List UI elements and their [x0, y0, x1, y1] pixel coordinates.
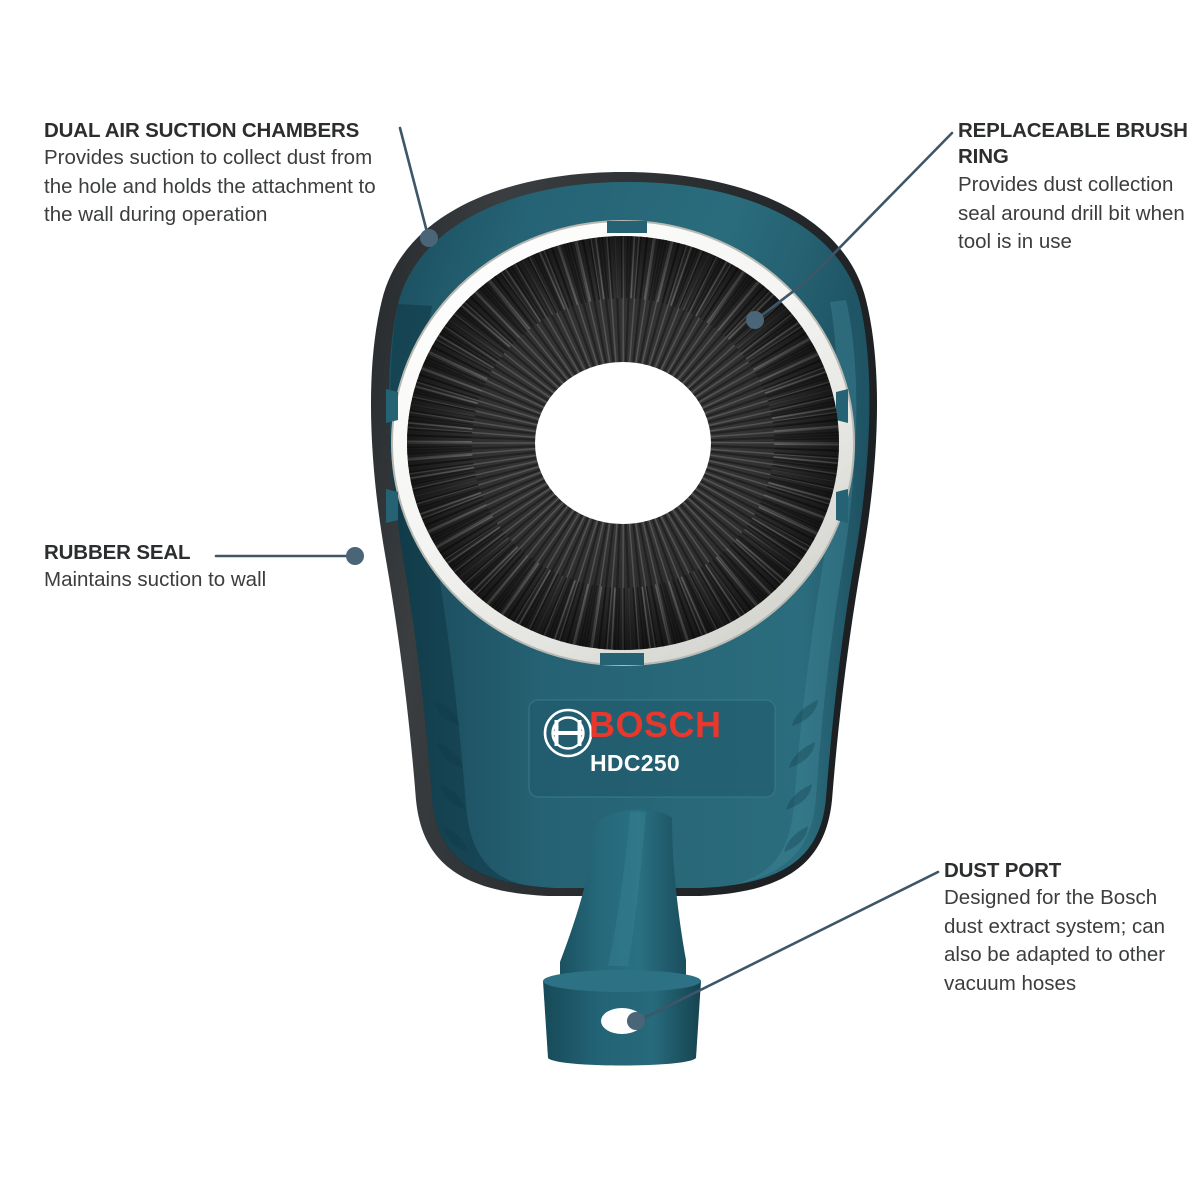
callout-replaceable-brush-ring: REPLACEABLE BRUSH RING Provides dust col…	[958, 118, 1190, 257]
callout-title-replaceable-brush-ring: REPLACEABLE BRUSH RING	[958, 119, 1188, 168]
callout-body-rubber-seal: Maintains suction to wall	[44, 568, 267, 591]
callout-title-dust-port: DUST PORT	[944, 859, 1062, 882]
brush-ring-tabs	[386, 221, 848, 665]
callout-body-dust-port: Designed for the Bosch dust extract syst…	[944, 886, 1166, 995]
model-number-text: HDC250	[590, 750, 681, 776]
callout-dual-air-suction-chambers: DUAL AIR SUCTION CHAMBERS Provides sucti…	[44, 118, 404, 230]
callout-rubber-seal: RUBBER SEAL Maintains suction to wall	[44, 540, 344, 595]
callout-title-dual-air-suction-chambers: DUAL AIR SUCTION CHAMBERS	[44, 119, 360, 142]
logo-plate	[528, 699, 776, 798]
center-bore-hole	[535, 362, 711, 524]
callout-body-dual-air-suction-chambers: Provides suction to collect dust from th…	[44, 146, 376, 226]
dust-port-cutout	[601, 1008, 643, 1034]
replaceable-brush-ring	[386, 220, 855, 666]
callout-dust-port: DUST PORT Designed for the Bosch dust ex…	[944, 858, 1194, 998]
bosch-armature-emblem	[543, 708, 593, 758]
callout-title-rubber-seal: RUBBER SEAL	[44, 541, 191, 564]
grip-ridges-right	[784, 700, 818, 852]
callout-body-replaceable-brush-ring: Provides dust collection seal around dri…	[958, 173, 1185, 253]
grip-ridges-left	[434, 700, 468, 852]
bosch-wordmark: BOSCH	[589, 704, 722, 745]
